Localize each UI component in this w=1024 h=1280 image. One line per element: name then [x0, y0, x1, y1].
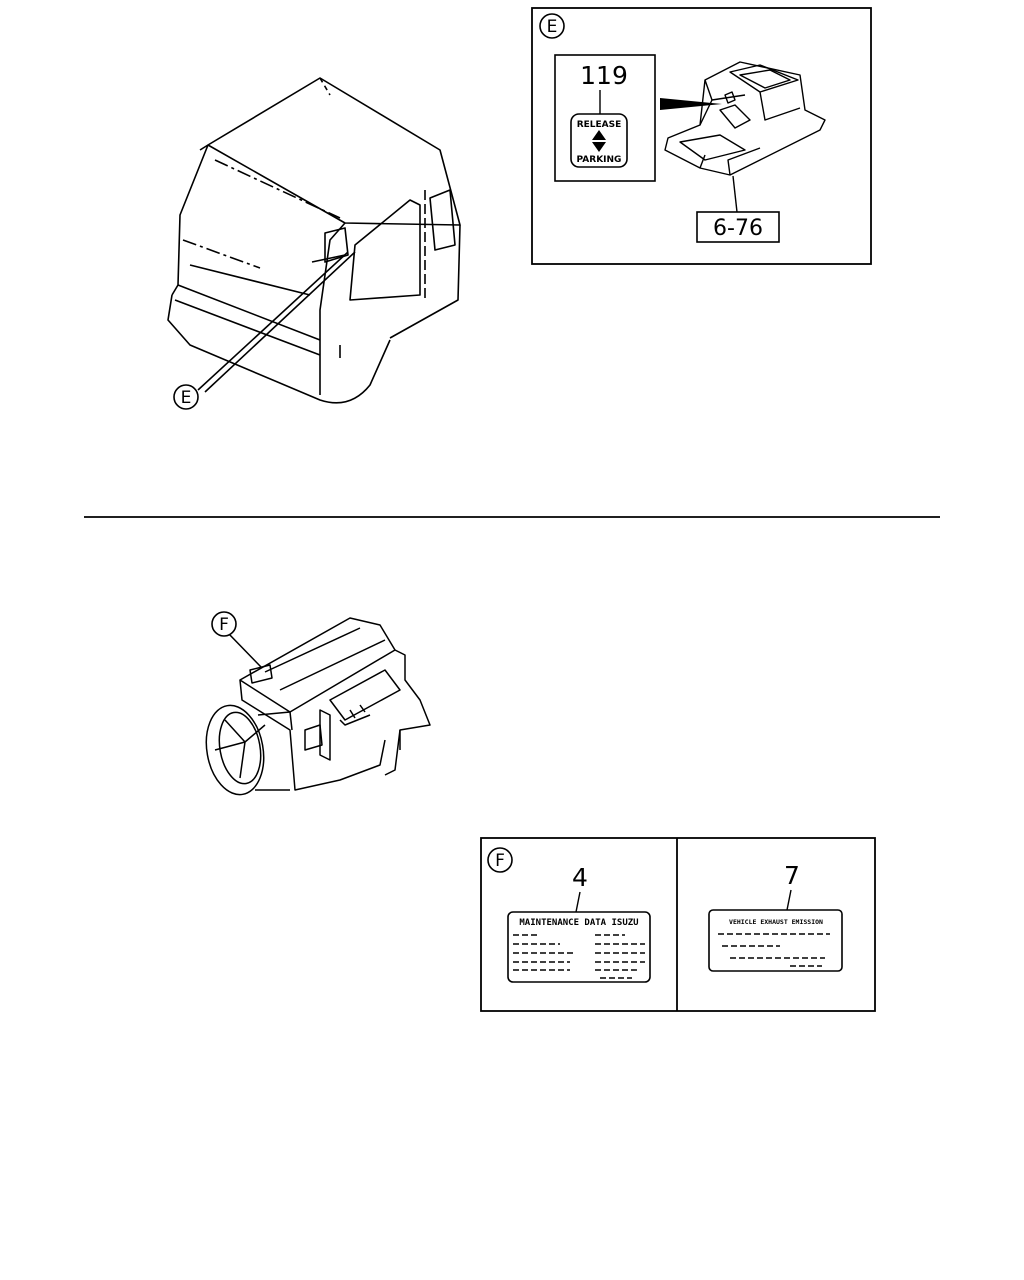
center-console-illustration	[664, 61, 826, 176]
detail-f-panel: F 4 MAINTENANCE DATA ISUZU 7 VEHICLE EXH…	[480, 837, 876, 1012]
detail-e-panel: E 119 RELEASE PARKING 6-76	[531, 7, 872, 265]
part-number-4: 4	[572, 863, 588, 892]
svg-text:F: F	[219, 615, 229, 635]
maintenance-data-text-lines	[513, 934, 645, 979]
callout-f-engine: F	[211, 611, 237, 637]
vehicle-exhaust-emission-label	[708, 909, 843, 972]
callout-e-detail: E	[539, 13, 565, 39]
up-down-arrow-icon	[592, 130, 606, 152]
callout-e-cab: E	[173, 384, 199, 410]
reference-6-76	[696, 211, 780, 243]
truck-cab-illustration	[167, 77, 461, 404]
part-number-7: 7	[784, 861, 800, 890]
svg-text:6-76: 6-76	[713, 216, 763, 241]
part-number-119: 119	[580, 61, 628, 90]
svg-text:E: E	[547, 17, 558, 37]
svg-text:F: F	[495, 851, 505, 871]
svg-text:PARKING: PARKING	[577, 155, 622, 165]
svg-text:E: E	[181, 388, 192, 408]
svg-text:VEHICLE EXHAUST EMISSION: VEHICLE EXHAUST EMISSION	[729, 918, 823, 926]
exhaust-emission-text-lines	[718, 933, 830, 967]
svg-text:MAINTENANCE DATA ISUZU: MAINTENANCE DATA ISUZU	[519, 918, 638, 928]
callout-f-detail: F	[487, 847, 513, 873]
pointer-wedge-icon	[660, 98, 722, 110]
engine-illustration	[205, 617, 431, 796]
maintenance-data-label	[507, 911, 651, 983]
svg-text:RELEASE: RELEASE	[577, 120, 622, 130]
release-parking-label	[570, 113, 628, 168]
